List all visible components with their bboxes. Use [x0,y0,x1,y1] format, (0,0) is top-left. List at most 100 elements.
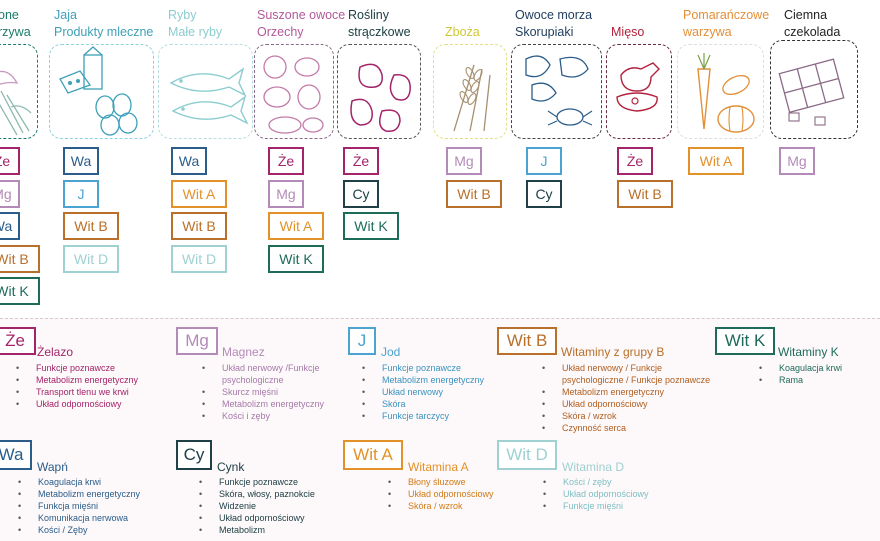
wheat-icon [453,64,491,132]
nutrient-tag: Że [268,147,304,175]
legend-item: Skóra / wzrok [388,500,494,512]
legend-item: Metabolizm [199,524,315,536]
legend-list-vitamin-b: Układ nerwowy / Funkcje psychologiczne /… [542,362,710,434]
carrot-pumpkin-icon [697,53,755,133]
legend-item: Kości i zęby [202,410,324,422]
nutrient-tag: J [63,179,99,208]
legend-title-magnesium: Magnez [222,345,265,359]
nutrient-tag: J [526,147,562,175]
card-dark-chocolate [770,40,858,139]
nutrient-tag: Wit B [63,212,119,240]
nutrient-tag: Wit A [688,147,744,175]
beans-icon [350,63,411,133]
nutrient-tag: Mg [268,179,304,208]
nutrient-tag: Że [0,147,20,175]
legend-list-zinc: Funkcje poznawczeSkóra, włosy, paznokcie… [199,476,315,536]
legend-item: Układ nerwowy [362,386,484,398]
legend-list-iodine: Funkcje poznawczeMetabolizm energetyczny… [362,362,484,422]
nutrient-tag: Mg [0,179,20,208]
legend-item: Metabolizm energetyczny [16,374,138,386]
legend-item: Funkcje poznawcze [16,362,138,374]
legend-item: Metabolizm energetyczny [202,398,324,410]
legend-item: Skurcz mięśni [202,386,324,398]
legend-list-calcium: Koagulacja krwiMetabolizm energetycznyFu… [18,476,140,536]
legend-item: Koagulacja krwi [759,362,842,374]
nutrient-tag: Wit A [171,179,227,208]
legend-item: Rama [759,374,842,386]
card-grains [433,44,507,139]
legend-badge-zinc: Cy [176,440,212,470]
legend-item: Funkcje poznawcze [362,362,484,374]
legend-item: Skóra / wzrok [542,410,710,422]
legend-title-vitamin-k: Witaminy K [778,345,839,359]
nutrient-tag: Wit K [343,212,399,240]
legend-item: Funkcja mięśni [18,500,140,512]
nutrient-tag: Wit D [171,244,227,273]
column-title-dark-chocolate: Ciemna czekolada [784,8,841,39]
fish-icon [169,67,249,125]
legend-item: Układ odpornościowy [199,512,315,524]
legend-list-vitamin-d: Kości / zębyUkład odpornościowyFunkcje m… [543,476,649,512]
column-title-seafood: Owoce morza Skorupiaki [515,8,593,39]
legend-item: Układ odpornościowy [543,488,648,500]
legend-list-magnesium: Układ nerwowy /Funkcje psychologiczneSku… [202,362,324,422]
legend-item: Komunikacja nerwowa [18,512,140,524]
legend-title-vitamin-a: Witamina A [408,460,469,474]
column-title-legumes: Rośliny strączkowe [348,8,411,39]
legend-list-vitamin-k: Koagulacja krwiRama [759,362,842,386]
legend-badge-vitamin-b: Wit B [497,327,557,355]
legend-item: Skóra [362,398,484,410]
legend-item: Układ nerwowy / Funkcje psychologiczne /… [542,362,710,386]
legend-badge-iron: Że [0,327,36,355]
column-title-orange-vegetables: Pomarańczowe warzywa [683,8,770,39]
nuts-icon [263,55,324,134]
legend-item: Widzenie [199,500,315,512]
nutrient-tag: Wit B [446,179,502,208]
nutrient-tag: Wit K [0,277,40,305]
nutrient-tag: Mg [446,147,482,175]
card-fish [158,44,253,139]
nutrient-tag: Mg [779,147,815,175]
nutrient-tag: Że [343,147,379,175]
legend-item: Kości / Zęby [18,524,140,536]
legend-badge-iodine: J [348,327,376,355]
legend-badge-vitamin-d: Wit D [497,440,557,470]
legend-item: Transport tlenu we krwi [16,386,138,398]
seafood-icon [525,55,593,126]
legend-title-calcium: Wapń [37,460,68,474]
card-seafood [511,44,602,139]
legend-item: Układ nerwowy /Funkcje psychologiczne [202,362,324,386]
nutrient-tag: Że [617,147,653,175]
legend-item: Układ odpornościowy [542,398,710,410]
legend-badge-vitamin-k: Wit K [715,327,775,355]
column-title-grains: Zboża [445,25,480,39]
legend-list-vitamin-a: Błony śluzoweUkład odpornościowySkóra / … [388,476,494,512]
column-title-fish: Ryby Małe ryby [168,8,223,39]
legend-item: Układ odpornościowy [16,398,138,410]
legend-list-iron: Funkcje poznawczeMetabolizm energetyczny… [16,362,138,410]
nutrient-tag: Cy [526,179,562,208]
legend-title-iron: Żelazo [37,345,74,359]
nutrient-tag: Wit B [171,212,227,240]
legend-title-zinc: Cynk [217,460,245,474]
legend-item: Kości / zęby [543,476,649,488]
column-title-meat: Mięso [611,25,645,39]
nutrient-tag: Cy [343,179,379,208]
nutrient-tag: Wit B [617,179,673,208]
legend-title-vitamin-d: Witamina D [562,460,625,474]
card-nuts-dried-fruit [254,44,334,139]
chocolate-icon [778,58,845,126]
legend-badge-vitamin-a: Wit A [343,440,403,470]
card-orange-vegetables [677,44,764,139]
column-title-nuts-dried-fruit: Suszone owoce Orzechy [257,8,346,39]
legend-item: Funkcje tarczycy [362,410,484,422]
legend-item: Błony śluzowe [388,476,494,488]
dairy-eggs-icon [59,46,138,136]
legend-title-vitamin-b: Witaminy z grupy B [561,345,665,359]
legend-title-iodine: Jod [381,345,401,359]
nutrient-tag: Wit K [268,244,324,273]
legend-item: Skóra, włosy, paznokcie [199,488,315,500]
card-meat [606,44,672,139]
card-eggs-dairy [49,44,154,139]
legend-badge-calcium: Wa [0,440,32,470]
